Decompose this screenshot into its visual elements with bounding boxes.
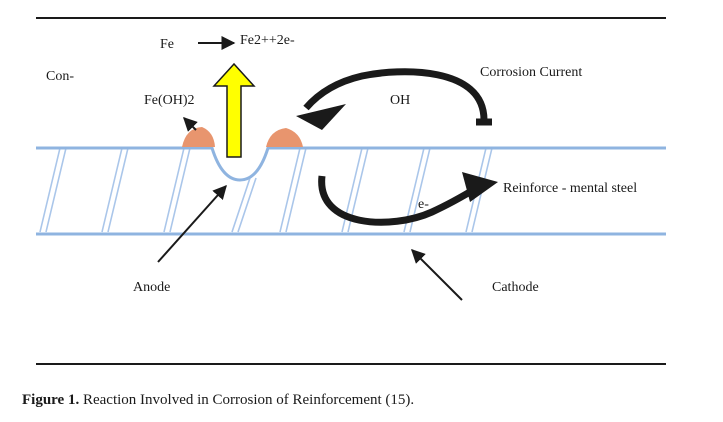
label-fe-oh-2: Fe(OH)2 [144,93,195,108]
figure-caption-text: Reaction Involved in Corrosion of Reinfo… [79,392,415,408]
label-cathode: Cathode [492,280,539,295]
label-oh: OH [390,93,410,108]
label-corrosion-current: Corrosion Current [480,65,582,80]
label-anode: Anode [133,280,170,295]
electron-flow-arc [318,175,482,226]
figure-caption-label: Figure 1. [22,392,80,408]
label-fe: Fe [160,37,174,52]
anode-reaction-arrow [212,62,256,158]
oh-current-arrowhead [296,104,346,130]
rebar-ribs [39,147,493,233]
fe-oh-pointer [183,117,198,132]
label-electron: e- [418,197,429,212]
cathode-pointer [411,249,463,301]
label-concrete: Con- [46,69,74,84]
label-fe-product: Fe2++2e- [240,33,295,48]
figure-caption: Figure 1. Reaction Involved in Corrosion… [22,392,414,409]
oh-current-arc [303,68,488,121]
anode-pointer [157,184,227,263]
rust-deposit-left [182,127,215,147]
label-reinforcement-steel: Reinforce - mental steel [503,181,637,196]
electron-flow-arrowhead [462,172,498,202]
rebar-top-edge [36,146,666,182]
rust-deposit-right [266,128,303,147]
